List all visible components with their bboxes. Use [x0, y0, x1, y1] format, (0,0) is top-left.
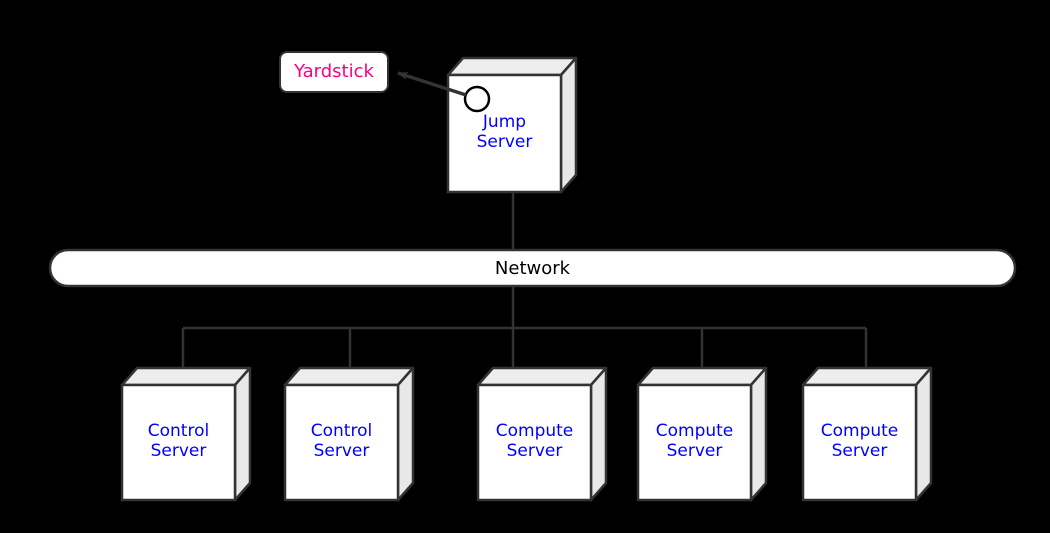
server-4-front-face: [636, 383, 753, 502]
jump-server-node[interactable]: [446, 56, 578, 194]
jump-server-port-icon: [463, 85, 491, 113]
server-2-side-face: [396, 366, 415, 502]
server-2-front-face: [283, 383, 400, 502]
server-node-5[interactable]: [801, 366, 933, 502]
server-3-front-face: [476, 383, 593, 502]
server-3-side-face: [589, 366, 608, 502]
server-4-side-face: [749, 366, 768, 502]
jump-server-front-face: [446, 73, 563, 194]
jump-server-side-face: [559, 56, 578, 194]
connector-yardstick-arrow: [397, 71, 467, 97]
server-node-3[interactable]: [476, 366, 608, 502]
server-5-front-face: [801, 383, 918, 502]
server-2-top-face: [283, 366, 415, 387]
yardstick-box[interactable]: [279, 51, 389, 93]
server-1-front-face: [120, 383, 237, 502]
server-5-side-face: [914, 366, 933, 502]
server-node-1[interactable]: [120, 366, 252, 502]
network-bar[interactable]: [48, 248, 1017, 288]
server-node-2[interactable]: [283, 366, 415, 502]
server-5-top-face: [801, 366, 933, 387]
server-1-side-face: [233, 366, 252, 502]
server-node-4[interactable]: [636, 366, 768, 502]
jump-server-top-face: [446, 56, 578, 77]
server-4-top-face: [636, 366, 768, 387]
server-1-top-face: [120, 366, 252, 387]
server-3-top-face: [476, 366, 608, 387]
